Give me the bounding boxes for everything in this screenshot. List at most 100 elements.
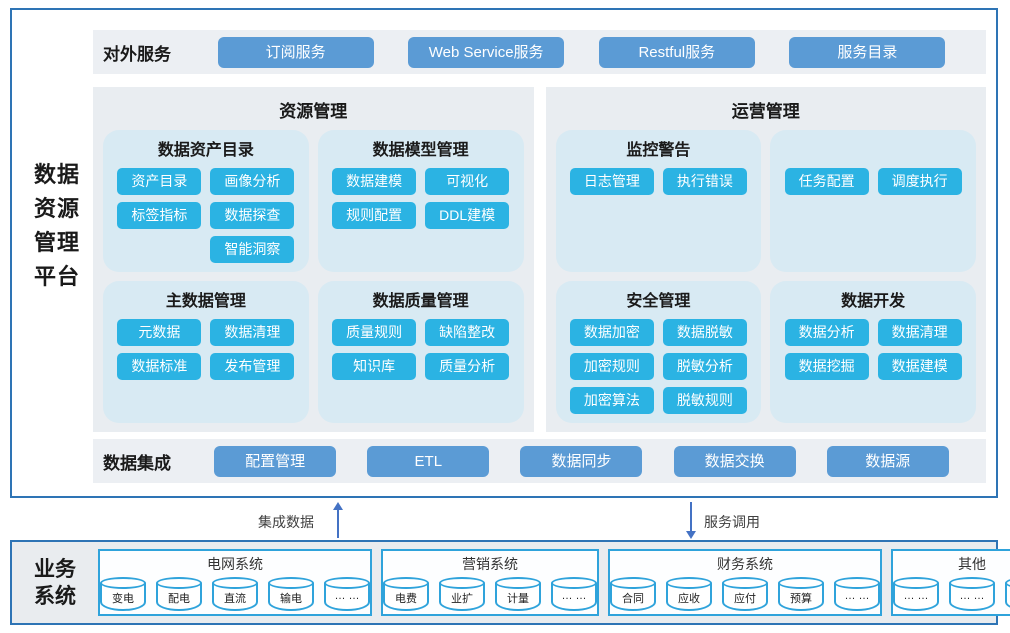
- platform-title: 数据资源管理平台: [34, 162, 81, 289]
- integration-button[interactable]: ETL: [367, 445, 490, 477]
- module-button-row: 数据建模可视化: [318, 168, 524, 195]
- cylinder-label: 业扩: [451, 593, 473, 605]
- module-button[interactable]: 数据清理: [210, 319, 295, 346]
- subpanel: 数据资产目录资产目录画像分析标签指标数据探查智能洞察: [103, 130, 309, 272]
- module-button-row: 知识库质量分析: [318, 353, 524, 380]
- cylinder-label: … …: [844, 590, 870, 602]
- module-button[interactable]: 数据建模: [332, 168, 417, 195]
- module-button[interactable]: 数据清理: [877, 319, 962, 346]
- external-service-button[interactable]: Web Service服务: [408, 36, 565, 68]
- module-button[interactable]: 数据探查: [210, 202, 295, 229]
- resource-management-grid: 数据资产目录资产目录画像分析标签指标数据探查智能洞察数据模型管理数据建模可视化规…: [103, 130, 524, 423]
- cylinder-top: [1005, 577, 1010, 589]
- cylinder-label: … …: [334, 590, 360, 602]
- operation-management-panel: 运营管理 监控警告日志管理执行错误任务配置调度执行安全管理数据加密数据脱敏加密规…: [545, 87, 986, 432]
- module-button[interactable]: 数据分析: [784, 319, 869, 346]
- module-button[interactable]: 数据挖掘: [784, 353, 869, 380]
- external-services-buttons: 订阅服务 Web Service服务 Restful服务 服务目录: [183, 36, 986, 68]
- module-button[interactable]: 调度执行: [877, 168, 962, 195]
- cylinder-label: 预算: [790, 593, 812, 605]
- module-button[interactable]: 加密算法: [569, 387, 654, 414]
- module-button[interactable]: 可视化: [425, 168, 510, 195]
- cylinder-top: [893, 577, 939, 589]
- operation-management-title: 运营管理: [731, 102, 800, 121]
- module-button[interactable]: 元数据: [117, 319, 202, 346]
- cylinder-top: [156, 577, 202, 589]
- resource-management-panel: 资源管理 数据资产目录资产目录画像分析标签指标数据探查智能洞察数据模型管理数据建…: [93, 87, 534, 432]
- cylinder-top: [212, 577, 258, 589]
- external-service-button[interactable]: Restful服务: [598, 36, 755, 68]
- service-call-flow-label: 服务调用: [704, 514, 760, 530]
- module-button-row: 质量规则缺陷整改: [318, 319, 524, 346]
- module-button[interactable]: 加密规则: [569, 353, 654, 380]
- module-button-row: 数据挖掘数据建模: [770, 353, 976, 380]
- cylinder-label: 计量: [507, 593, 529, 605]
- module-button-row: 数据分析数据清理: [770, 319, 976, 346]
- module-button[interactable]: 脱敏分析: [662, 353, 747, 380]
- system-group: 营销系统电费业扩计量… …: [381, 549, 599, 616]
- module-button-row: 任务配置调度执行: [770, 168, 976, 195]
- data-integration-buttons: 配置管理 ETL 数据同步数据交换数据源: [183, 445, 986, 477]
- module-button[interactable]: 资产目录: [117, 168, 202, 195]
- database-cylinder-icon: … …: [893, 577, 939, 611]
- module-button-row: 日志管理执行错误: [556, 168, 762, 195]
- cylinder-label: 配电: [168, 593, 190, 605]
- operation-management-grid: 监控警告日志管理执行错误任务配置调度执行安全管理数据加密数据脱敏加密规则脱敏分析…: [555, 130, 976, 423]
- database-cylinder-icon: 配电: [156, 577, 202, 611]
- module-button[interactable]: 任务配置: [784, 168, 869, 195]
- module-button[interactable]: 知识库: [332, 353, 417, 380]
- database-cylinder-icon: 计量: [495, 577, 541, 611]
- module-button-row: 智能洞察: [103, 236, 309, 263]
- module-button[interactable]: 画像分析: [210, 168, 295, 195]
- system-group-title: 电网系统: [207, 556, 263, 572]
- module-button[interactable]: 执行错误: [662, 168, 747, 195]
- database-cylinder-icon: … …: [949, 577, 995, 611]
- module-button-row: 元数据数据清理: [103, 319, 309, 346]
- module-button-row: 规则配置 DDL建模: [318, 202, 524, 229]
- cylinder-top: [834, 577, 880, 589]
- database-cylinder-icon: 应收: [666, 577, 712, 611]
- subpanel-title: 数据开发: [841, 293, 906, 310]
- subpanel-title: [770, 139, 976, 163]
- module-button[interactable]: 缺陷整改: [425, 319, 510, 346]
- cylinder-row: … …… …… …: [893, 575, 1010, 611]
- integration-button[interactable]: 数据源: [826, 445, 949, 477]
- database-cylinder-icon: … …: [324, 577, 370, 611]
- module-button[interactable]: 数据建模: [877, 353, 962, 380]
- module-button-row: 数据加密数据脱敏: [556, 319, 762, 346]
- subpanel: 数据开发数据分析数据清理数据挖掘数据建模: [770, 281, 976, 423]
- module-button[interactable]: 质量分析: [425, 353, 510, 380]
- management-panels: 资源管理 数据资产目录资产目录画像分析标签指标数据探查智能洞察数据模型管理数据建…: [93, 87, 986, 432]
- subpanel-title: 主数据管理: [165, 293, 246, 310]
- cylinder-top: [778, 577, 824, 589]
- subpanel-title: 数据资产目录: [157, 142, 254, 159]
- cylinder-row: 变电配电直流输电… …: [100, 575, 370, 611]
- module-button[interactable]: 日志管理: [569, 168, 654, 195]
- subpanel: 数据质量管理质量规则缺陷整改知识库质量分析: [317, 281, 524, 423]
- integration-button[interactable]: 数据交换: [673, 445, 796, 477]
- module-button[interactable]: 质量规则: [332, 319, 417, 346]
- module-button[interactable]: 数据标准: [117, 353, 202, 380]
- module-button[interactable]: 规则配置: [332, 202, 417, 229]
- module-button[interactable]: DDL建模: [425, 202, 510, 229]
- arrow-up-icon: [333, 502, 343, 539]
- cylinder-label: 电费: [395, 593, 417, 605]
- database-cylinder-icon: … …: [551, 577, 597, 611]
- cylinder-label: 应收: [678, 593, 700, 605]
- system-group: 其他… …… …… …: [891, 549, 1010, 616]
- external-service-button[interactable]: 服务目录: [789, 36, 946, 68]
- module-button[interactable]: 数据脱敏: [662, 319, 747, 346]
- module-button[interactable]: 发布管理: [210, 353, 295, 380]
- module-button[interactable]: 标签指标: [117, 202, 202, 229]
- external-service-button[interactable]: 订阅服务: [217, 36, 374, 68]
- cylinder-top: [551, 577, 597, 589]
- module-button[interactable]: 智能洞察: [210, 236, 295, 263]
- module-button[interactable]: 脱敏规则: [662, 387, 747, 414]
- module-button[interactable]: 数据加密: [569, 319, 654, 346]
- integration-button[interactable]: 配置管理: [214, 445, 337, 477]
- database-cylinder-icon: … …: [834, 577, 880, 611]
- subpanel: 任务配置调度执行: [770, 130, 976, 272]
- integration-button[interactable]: 数据同步: [520, 445, 643, 477]
- system-group-title: 财务系统: [717, 556, 773, 572]
- resource-management-title: 资源管理: [279, 102, 348, 121]
